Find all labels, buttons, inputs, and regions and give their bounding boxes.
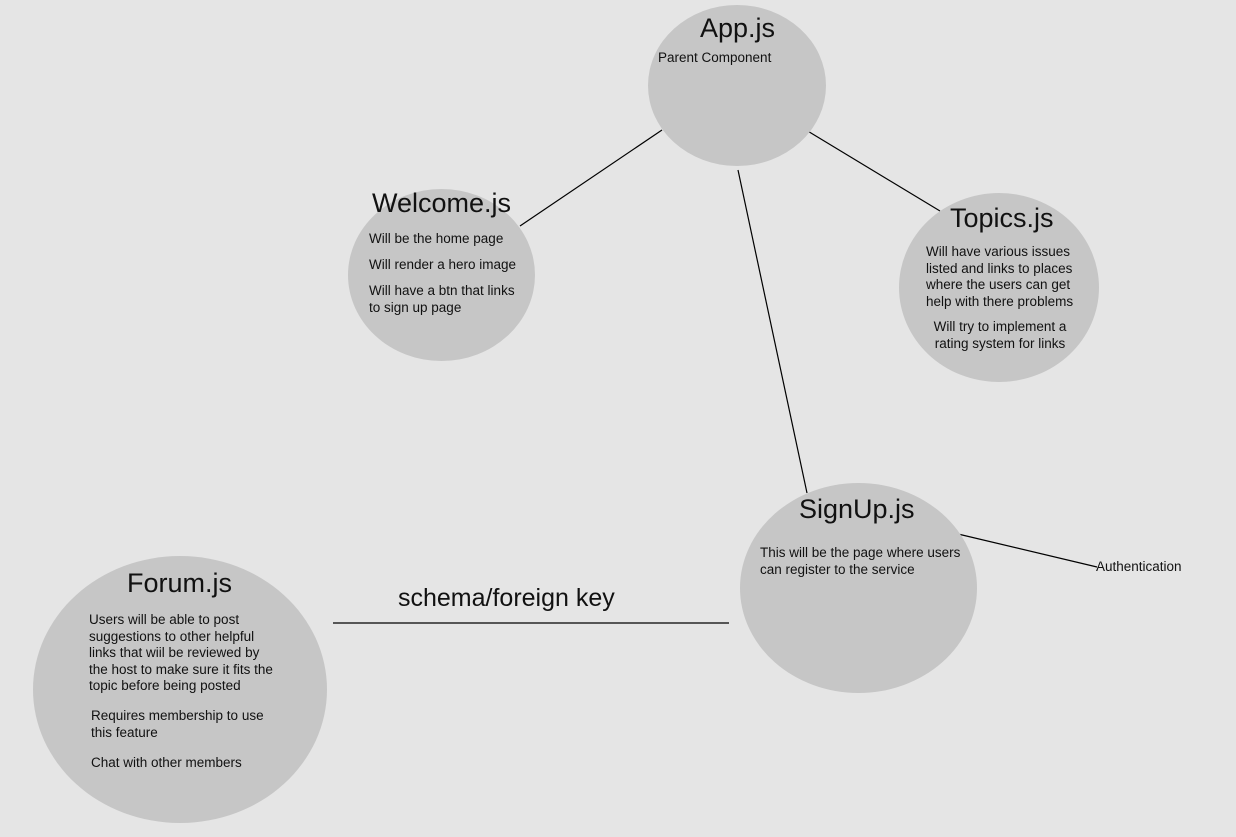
node-topics-note-2: Will try to implement a rating system fo… <box>933 319 1067 351</box>
node-welcome-title: Welcome.js <box>372 188 512 218</box>
node-forum <box>33 556 327 823</box>
edge-app-signup <box>737 169 808 494</box>
node-signup-title: SignUp.js <box>799 494 915 524</box>
node-welcome-note-2: Will render a hero image <box>369 257 517 272</box>
node-app <box>648 5 826 166</box>
edge-label-authentication: Authentication <box>1096 559 1182 574</box>
node-topics-note-1: Will have various issues listed and link… <box>926 244 1074 309</box>
node-signup <box>740 483 977 693</box>
edge-signup-auth <box>957 533 1098 568</box>
edge-app-topics <box>805 129 941 212</box>
node-app-title: App.js <box>700 13 776 43</box>
node-forum-note-3: Chat with other members <box>91 755 242 770</box>
node-forum-note-2: Requires membership to use this feature <box>91 708 264 740</box>
node-app-note: Parent Component <box>658 50 772 65</box>
edge-app-welcome <box>519 129 663 227</box>
node-welcome-note-3: Will have a btn that links to sign up pa… <box>369 283 515 315</box>
node-welcome <box>348 189 535 361</box>
node-forum-title: Forum.js <box>127 568 233 598</box>
node-topics-title: Topics.js <box>950 203 1054 233</box>
node-welcome-note-1: Will be the home page <box>369 231 504 246</box>
node-topics <box>899 193 1099 382</box>
edge-label-schema-foreign-key: schema/foreign key <box>398 584 615 612</box>
node-forum-note-1: Users will be able to post suggestions t… <box>89 612 273 693</box>
node-signup-note: This will be the page where users can re… <box>760 545 961 577</box>
